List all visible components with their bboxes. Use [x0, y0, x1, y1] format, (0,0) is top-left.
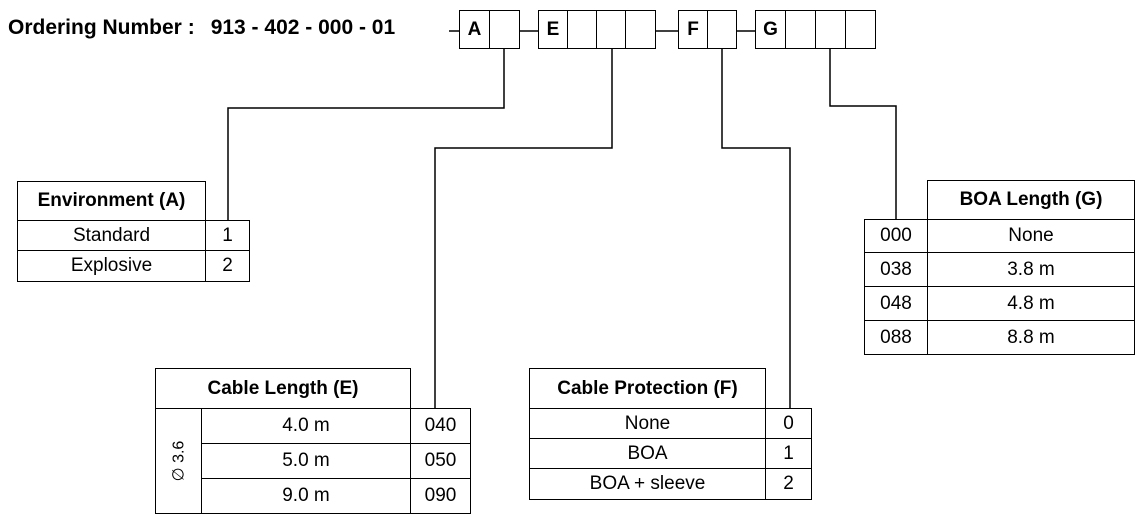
code-box-g: G [755, 10, 786, 49]
boa-length-label: None [927, 219, 1135, 253]
cable-length-code: 040 [410, 408, 471, 444]
code-box-a-slot [489, 10, 520, 49]
boa-length-code: 048 [864, 286, 928, 321]
code-box-e-slot [625, 10, 656, 49]
cable-length-label: 4.0 m [201, 408, 411, 444]
cable-length-code: 050 [410, 443, 471, 479]
boa-length-title: BOA Length (G) [927, 180, 1135, 220]
ordering-label: Ordering Number : [8, 16, 195, 39]
code-box-f: F [678, 10, 708, 49]
environment-code: 2 [205, 250, 250, 282]
boa-length-label: 4.8 m [927, 286, 1135, 321]
environment-label: Standard [17, 220, 206, 251]
cable-protection-code: 1 [765, 438, 812, 469]
boa-length-code: 038 [864, 252, 928, 287]
cable-protection-label: BOA [529, 438, 766, 469]
cable-diameter-cell: ∅ 3.6 [155, 408, 202, 514]
cable-protection-label: BOA + sleeve [529, 468, 766, 500]
code-box-g-slot [815, 10, 846, 49]
code-box-g-slot [785, 10, 816, 49]
ordering-number: 913 - 402 - 000 - 01 [210, 16, 396, 39]
environment-code: 1 [205, 220, 250, 251]
code-box-e-slot [596, 10, 626, 49]
ordering-number-title: Ordering Number : 913 - 402 - 000 - 01 [8, 16, 395, 40]
code-box-a: A [459, 10, 490, 49]
cable-protection-code: 0 [765, 408, 812, 439]
cable-length-label: 9.0 m [201, 478, 411, 514]
code-box-e-slot [567, 10, 597, 49]
code-box-f-slot [707, 10, 737, 49]
cable-protection-title: Cable Protection (F) [529, 368, 766, 409]
boa-length-code: 088 [864, 320, 928, 355]
code-box-g-slot [845, 10, 876, 49]
cable-protection-code: 2 [765, 468, 812, 500]
code-box-e: E [538, 10, 568, 49]
cable-length-code: 090 [410, 478, 471, 514]
environment-label: Explosive [17, 250, 206, 282]
boa-length-label: 3.8 m [927, 252, 1135, 287]
cable-protection-label: None [529, 408, 766, 439]
cable-diameter-label: ∅ 3.6 [170, 440, 188, 482]
boa-length-code: 000 [864, 219, 928, 253]
environment-title: Environment (A) [17, 181, 206, 221]
boa-length-label: 8.8 m [927, 320, 1135, 355]
cable-length-title: Cable Length (E) [155, 368, 411, 409]
cable-length-label: 5.0 m [201, 443, 411, 479]
